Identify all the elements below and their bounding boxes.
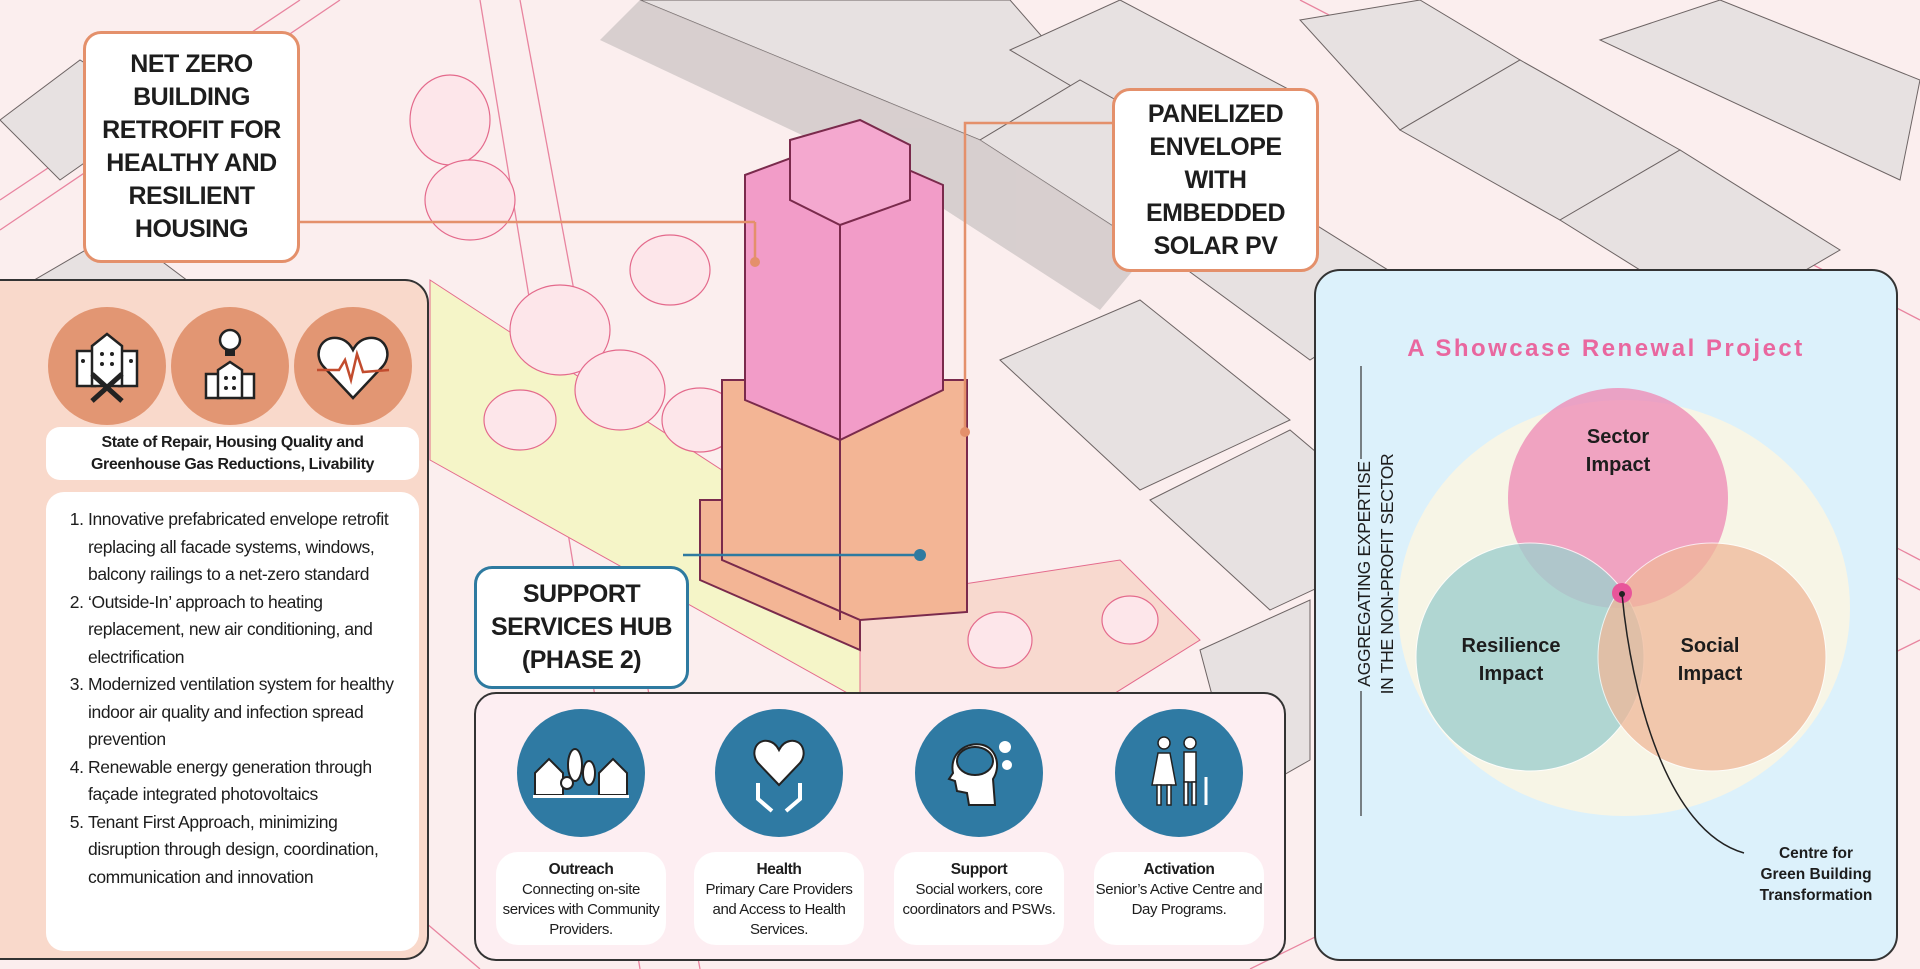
centre-label: Centre for Green Building Transformation (1759, 845, 1873, 904)
venn-diagram (1360, 366, 1850, 854)
heart-hands-icon (715, 709, 843, 837)
panelized-envelope-callout: PANELIZED ENVELOPE WITH EMBEDDED SOLAR P… (1112, 88, 1319, 272)
showcase-venn-panel: A Showcase Renewal Project AGGREGATING E… (1314, 269, 1898, 961)
building-repair-icon (48, 307, 166, 425)
list-item: Innovative prefabricated envelope retrof… (88, 506, 409, 589)
list-item: ‘Outside-In’ approach to heating replace… (88, 589, 409, 672)
list-item: Modernized ventilation system for health… (88, 671, 409, 754)
green-building-lightbulb-icon (171, 307, 289, 425)
list-item: Tenant First Approach, minimizing disrup… (88, 809, 409, 892)
venn-title: A Showcase Renewal Project (1407, 335, 1805, 362)
retrofit-measures-list: Innovative prefabricated envelope retrof… (46, 492, 419, 951)
social-impact-label: Social Impact (1677, 635, 1743, 685)
heart-pulse-icon (294, 307, 412, 425)
support-hub-callout: SUPPORT SERVICES HUB (PHASE 2) (474, 566, 689, 689)
social-circle (1597, 542, 1827, 772)
sector-impact-label: Sector Impact (1585, 426, 1651, 476)
housing-quality-label: State of Repair, Housing Quality and Gre… (46, 427, 419, 480)
net-zero-callout: NET ZERO BUILDING RETROFIT FOR HEALTHY A… (83, 31, 300, 263)
tower (699, 118, 968, 652)
seniors-walking-icon (1115, 709, 1243, 837)
list-item: Renewable energy generation through faça… (88, 754, 409, 809)
housing-quality-panel: State of Repair, Housing Quality and Gre… (0, 279, 429, 960)
head-brain-icon (915, 709, 1043, 837)
community-houses-icon (517, 709, 645, 837)
resilience-impact-label: Resilience Impact (1461, 635, 1561, 685)
